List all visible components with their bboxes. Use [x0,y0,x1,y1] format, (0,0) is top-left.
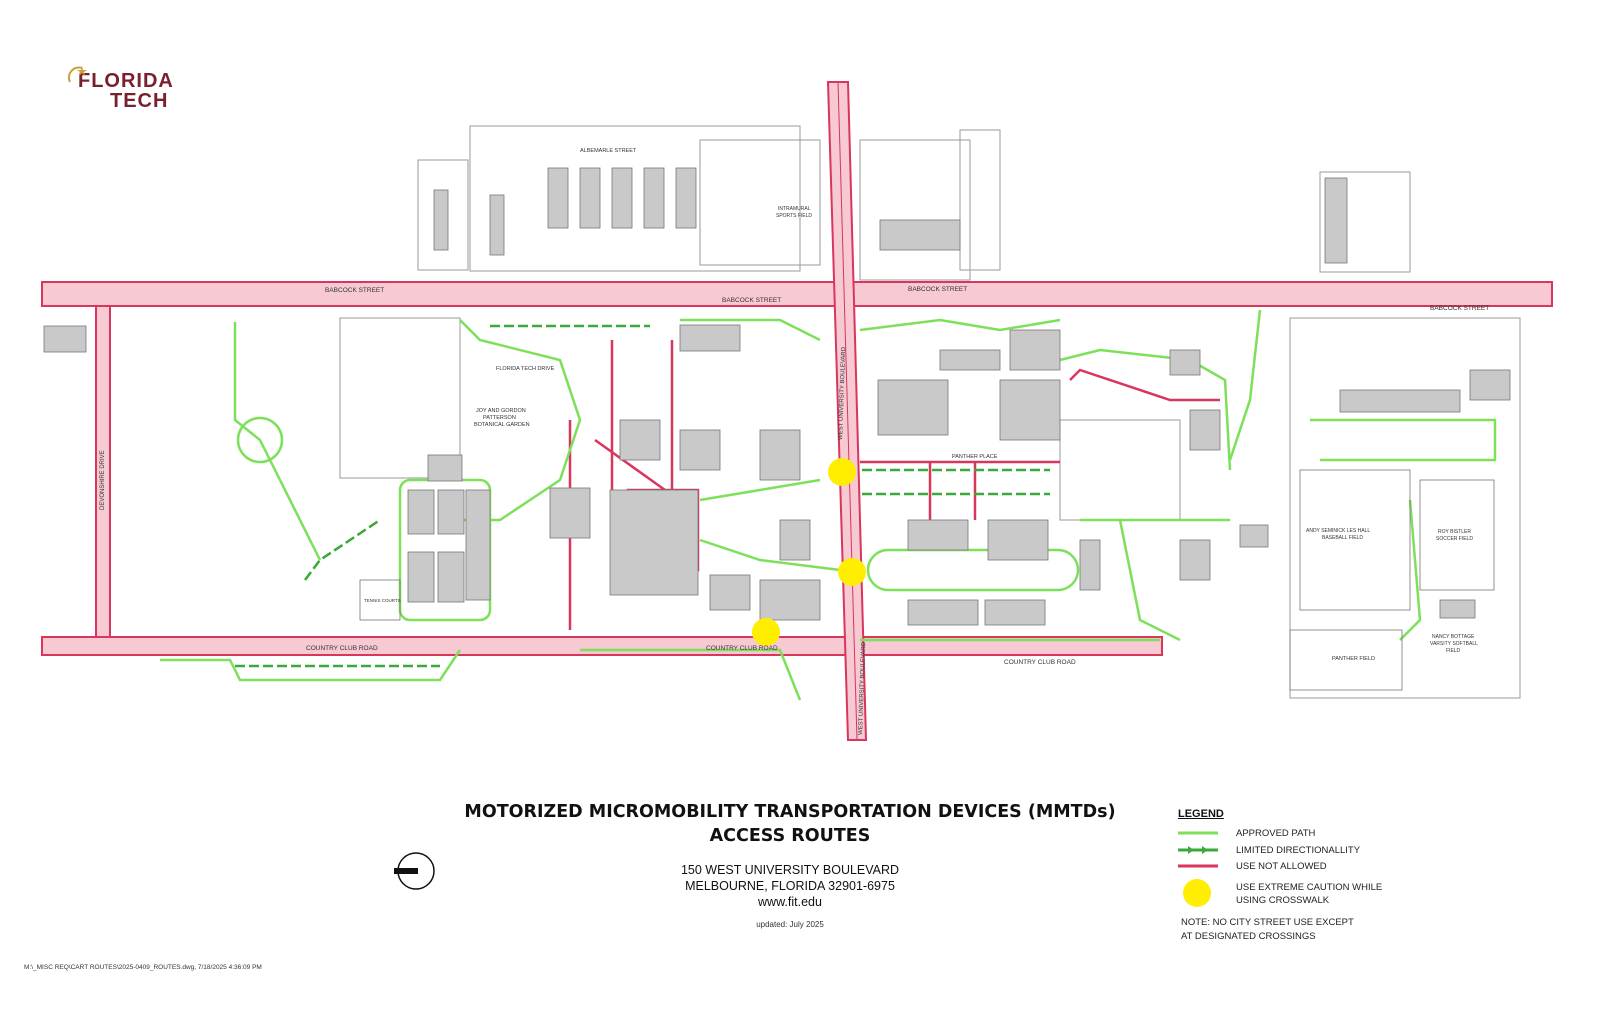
label-babcock-2: BABCOCK STREET [722,297,781,304]
label-softball-3: FIELD [1446,648,1461,654]
label-univ-blvd-2: WEST UNIVERSITY BOULEVARD [858,641,867,735]
title-line-2: ACCESS ROUTES [709,826,871,846]
legend: LEGEND APPROVED PATH LIMITED DIRECTIONAL… [1178,808,1438,907]
legend-label-not-allowed: USE NOT ALLOWED [1236,861,1327,872]
sun-icon [67,66,87,83]
address-line-2: MELBOURNE, FLORIDA 32901-6975 [685,879,895,893]
label-babcock-1: BABCOCK STREET [325,287,384,294]
map-labels: BABCOCK STREET BABCOCK STREET BABCOCK ST… [100,148,1489,735]
label-baseball-2: BASEBALL FIELD [1322,535,1363,541]
florida-tech-logo: FLORIDA TECH [66,64,176,124]
approved-paths [160,309,1497,701]
logo-line-2: TECH [110,90,169,112]
label-garden-1: JOY AND GORDON [476,408,526,414]
site-outlines [339,125,1521,699]
label-florida-tech-drive: FLORIDA TECH DRIVE [496,366,555,372]
north-arrow-icon [394,852,435,890]
legend-label-caution-2: USING CROSSWALK [1236,895,1330,906]
limited-paths [235,324,1050,668]
file-path: M:\_MISC REQ\CART ROUTES\2025-0409_ROUTE… [24,964,262,971]
label-baseball-1: ANDY SEMINICK LES HALL [1306,528,1370,534]
label-univ-blvd: WEST UNIVERSITY BOULEVARD [838,346,847,440]
label-tennis: TENNIS COURTS [364,598,401,603]
babcock-street [41,281,1553,307]
map-title: MOTORIZED MICROMOBILITY TRANSPORTATION D… [440,800,1140,848]
address-web: www.fit.edu [758,895,822,909]
crosswalk-caution-2 [838,558,866,586]
title-line-1: MOTORIZED MICROMOBILITY TRANSPORTATION D… [464,802,1116,822]
label-soccer-2: SOCCER FIELD [1436,536,1473,542]
legend-note: NOTE: NO CITY STREET USE EXCEPT AT DESIG… [1181,916,1354,944]
caution-dot-icon [1183,879,1211,907]
label-garden-2: PATTERSON [483,415,516,421]
updated-date: updated: July 2025 [756,920,824,929]
label-soccer-1: ROY BISTLER [1438,529,1471,535]
athletic-fields [359,469,1495,691]
devonshire-drive [95,305,111,638]
caution-crosswalks [752,458,866,646]
label-panther-field: PANTHER FIELD [1332,656,1375,662]
label-country-3: COUNTRY CLUB ROAD [1004,659,1076,666]
legend-label-limited: LIMITED DIRECTIONALLITY [1236,845,1361,856]
legend-label-approved: APPROVED PATH [1236,828,1316,839]
crosswalk-caution-3 [752,618,780,646]
legend-title: LEGEND [1178,808,1224,820]
label-country-2: COUNTRY CLUB ROAD [706,645,778,652]
note-line-1: NOTE: NO CITY STREET USE EXCEPT [1181,917,1354,928]
country-club-road [41,636,1163,656]
label-garden-3: BOTANICAL GARDEN [474,422,530,428]
label-babcock-3: BABCOCK STREET [908,286,967,293]
label-intramural-2: SPORTS FIELD [776,213,812,219]
address-line-1: 150 WEST UNIVERSITY BOULEVARD [680,863,900,877]
label-devonshire: DEVONSHIRE DRIVE [100,450,106,510]
buildings [43,167,1511,626]
logo-line-1: FLORIDA [78,70,174,92]
legend-label-caution: USE EXTREME CAUTION WHILE [1236,882,1383,893]
not-allowed-swatch [1178,864,1218,868]
label-babcock-4: BABCOCK STREET [1430,305,1489,312]
label-intramural: INTRAMURAL [778,206,811,212]
label-softball-1: NANCY BOTTAGE [1432,634,1475,640]
note-line-2: AT DESIGNATED CROSSINGS [1181,931,1316,942]
limited-arrow-icon [1178,846,1218,854]
approved-path-swatch [1178,831,1218,835]
crosswalk-caution-1 [828,458,856,486]
address-block: 150 WEST UNIVERSITY BOULEVARD MELBOURNE,… [580,862,1000,910]
label-panther-place: PANTHER PLACE [952,454,998,460]
label-country-1: COUNTRY CLUB ROAD [306,645,378,652]
label-softball-2: VARSITY SOFTBALL [1430,641,1478,647]
label-albemarle: ALBEMARLE STREET [580,148,637,154]
